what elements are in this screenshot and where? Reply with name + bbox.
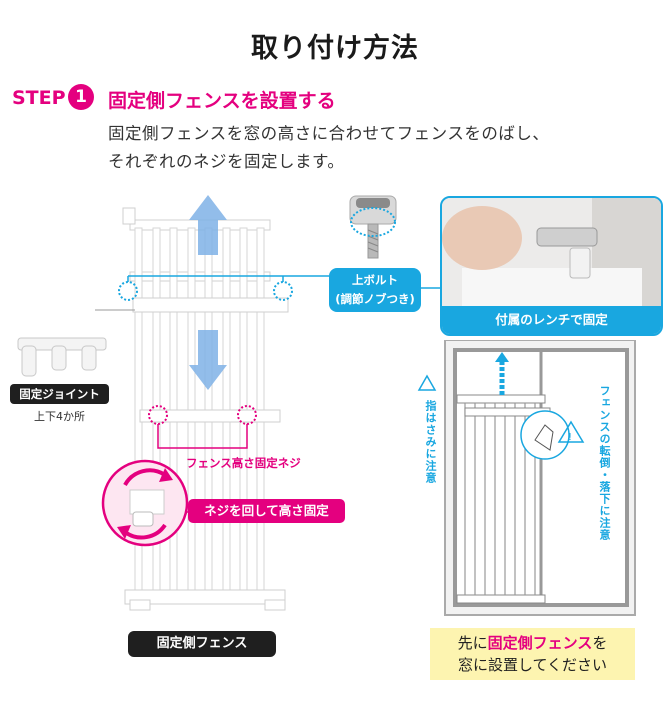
page-title: 取り付け方法 bbox=[251, 33, 419, 64]
finger-warning-icon bbox=[417, 374, 437, 391]
bolt-connector bbox=[421, 287, 441, 289]
height-screw-label: フェンス高さ固定ネジ bbox=[186, 456, 301, 470]
fence-illustration bbox=[95, 195, 329, 611]
step-description-line1: 固定側フェンスを窓の高さに合わせてフェンスをのばし、 bbox=[108, 124, 550, 143]
window-up-arrow-icon bbox=[495, 352, 509, 362]
note-emphasis: 固定側フェンス bbox=[487, 634, 593, 652]
bolt-icon bbox=[349, 195, 397, 259]
window-illustration: ! bbox=[417, 340, 636, 616]
wrench-photo: 付属のレンチで固定 bbox=[440, 196, 663, 336]
turn-screw-label: ネジを回して高さ固定 bbox=[188, 499, 345, 523]
note-line1: 先に固定側フェンスを bbox=[430, 632, 635, 654]
joint-label: 固定ジョイント bbox=[10, 384, 109, 404]
joint-part-icon bbox=[17, 337, 107, 377]
bolt-label: 上ボルト (調節ノブつき) bbox=[329, 268, 421, 312]
bolt-label-line2: (調節ノブつき) bbox=[335, 292, 415, 306]
fall-warning-text: フェンスの転倒・落下に注意 bbox=[598, 385, 611, 541]
joint-note: 上下4か所 bbox=[34, 410, 85, 423]
down-arrow-icon bbox=[189, 330, 227, 390]
note-line2: 窓に設置してください bbox=[457, 656, 608, 674]
bolt-label-line1: 上ボルト bbox=[352, 273, 398, 287]
step-heading: 固定側フェンスを設置する bbox=[108, 90, 336, 112]
note-prefix: 先に bbox=[457, 634, 488, 652]
note-box: 先に固定側フェンスを 窓に設置してください bbox=[430, 628, 635, 680]
note-suffix: を bbox=[592, 634, 608, 652]
wrench-photo-image bbox=[442, 198, 661, 308]
svg-text:!: ! bbox=[568, 432, 572, 443]
step-label: STEP bbox=[12, 87, 66, 109]
wrench-caption: 付属のレンチで固定 bbox=[442, 306, 661, 334]
fixed-fence-label: 固定側フェンス bbox=[128, 631, 276, 657]
step-number-badge: 1 bbox=[68, 84, 94, 110]
up-arrow-icon bbox=[189, 195, 227, 255]
finger-warning-text: 指はさみに注意 bbox=[424, 400, 437, 484]
step-description-line2: それぞれのネジを固定します。 bbox=[108, 152, 345, 171]
warning-triangle-icon bbox=[557, 420, 585, 443]
